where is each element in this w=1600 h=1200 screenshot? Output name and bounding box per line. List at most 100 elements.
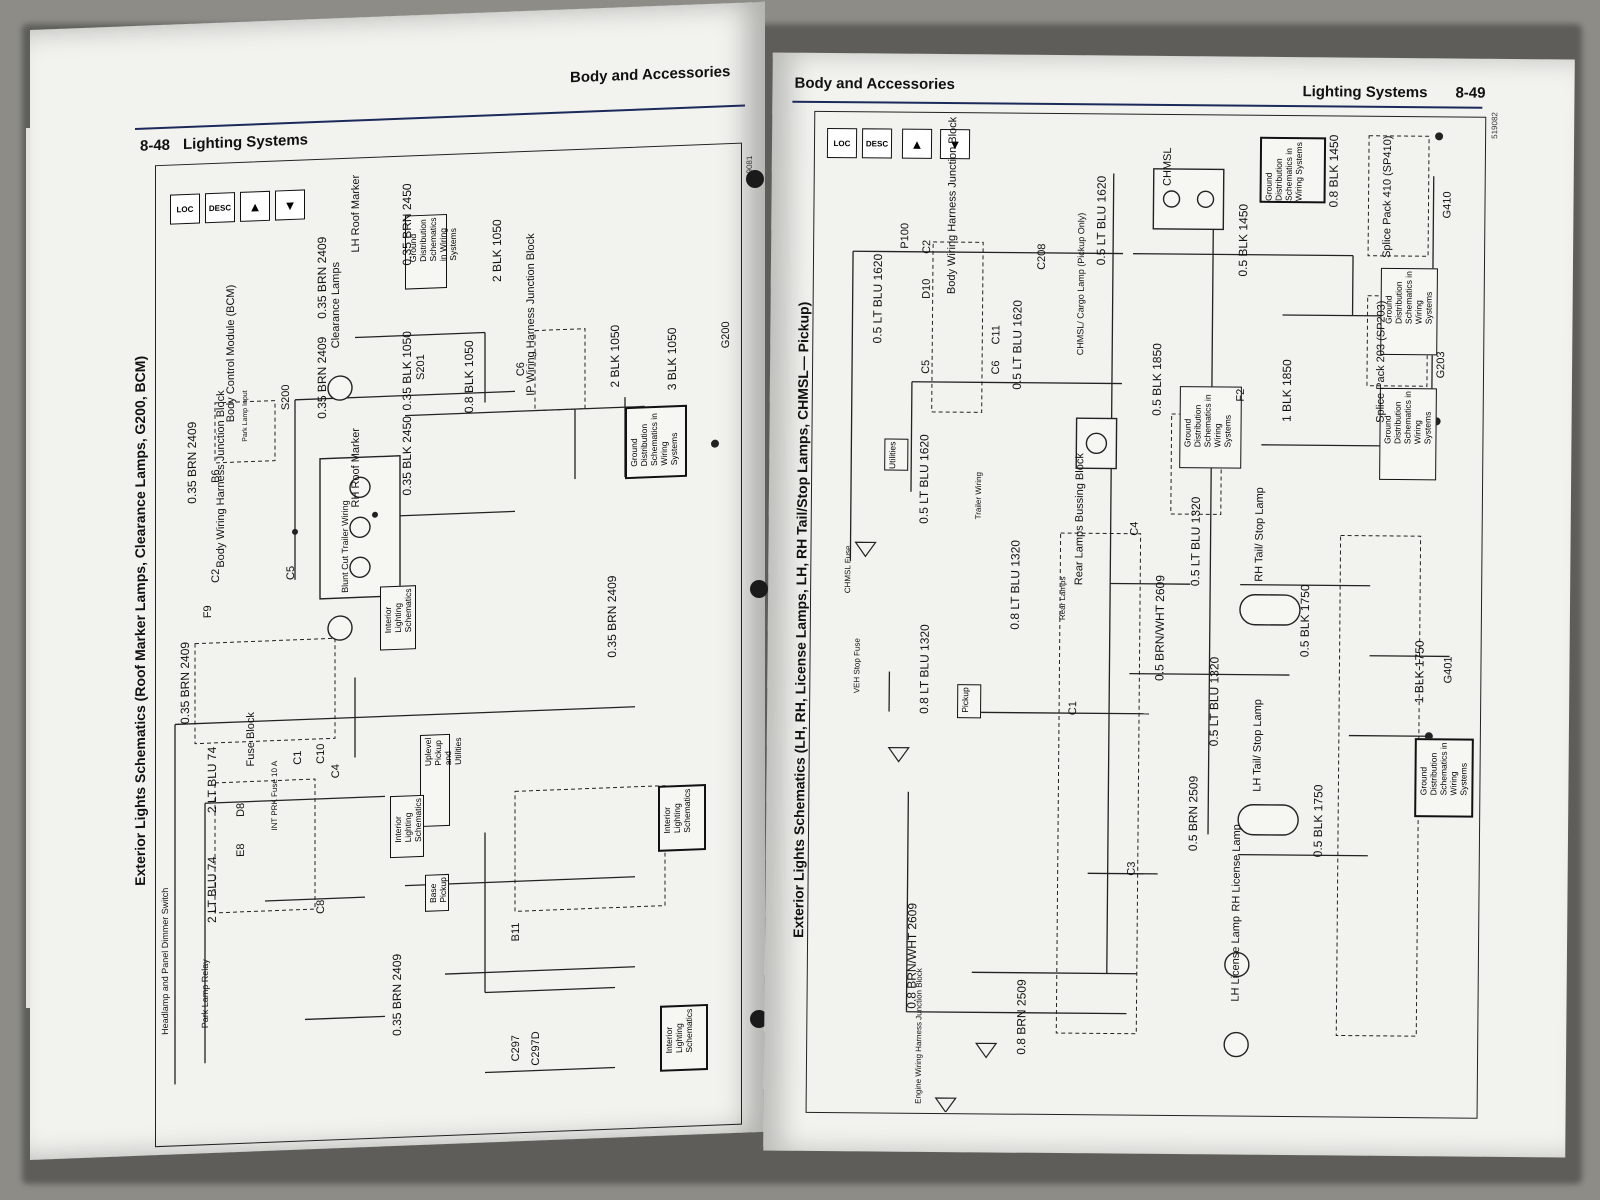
rh-license-lamp: [1224, 951, 1250, 978]
ground-distribution-ref-1[interactable]: Ground Distribution Schematics in Wiring…: [625, 404, 687, 480]
rear-lamps-bussing-block-label: Rear Lamps Bussing Block: [1073, 453, 1087, 586]
splice-pack-203-label: Splice Pack 203 (SP203): [1374, 300, 1388, 423]
wire-label: 0.35 BRN 2409: [185, 421, 199, 505]
bcm-outline: [214, 400, 276, 464]
lh-tail-stop-lamp-label: LH Tail/ Stop Lamp: [1251, 698, 1265, 792]
wire-label: 0.5 LT BLU 1320: [1206, 656, 1222, 747]
wire-label: 0.5 BLK 1750: [1297, 584, 1313, 658]
wire-label: 1 BLK 1750: [1412, 640, 1427, 704]
connector-label: C2: [921, 239, 934, 254]
connector-label: D8: [235, 802, 247, 818]
engine-junction-block-label: Engine Wiring Harness Junction Block: [913, 968, 924, 1104]
ground-distribution-ref-1[interactable]: Ground Distribution Schematics in Wiring…: [1259, 136, 1327, 204]
g200-label: G200: [720, 321, 732, 349]
ip-block-outline-2: [534, 328, 586, 412]
wire-label: 0.8 LT BLU 1320: [1007, 539, 1023, 630]
wire-label: 2 LT BLU 74: [205, 856, 219, 924]
right-header-rule: [792, 100, 1483, 109]
splice-pack-410-label: Splice Pack 410 (SP410): [1381, 135, 1395, 258]
binder-hole-top: [746, 170, 764, 188]
wire-label: 2 LT BLU 74: [205, 746, 219, 814]
connector-label: C2: [210, 568, 222, 584]
binder-hole-middle: [750, 580, 768, 598]
connector-label: C297D: [530, 1031, 542, 1066]
chmsl-label: CHMSL: [1161, 147, 1174, 187]
connector-label: E8: [235, 843, 247, 858]
ground-distribution-ref-4[interactable]: Ground Distribution Schematics in Wiring…: [1379, 387, 1437, 481]
right-page-number: 8-49: [1455, 84, 1486, 102]
right-figure-number: 519082: [1490, 112, 1500, 139]
wire-label: 0.5 BRN/WHT 2609: [1152, 575, 1168, 681]
clearance-lamps-label: Clearance Lamps: [330, 261, 342, 349]
int-prk-fuse-label: INT PRK Fuse 10 A: [270, 760, 279, 831]
utilities-box: Utilities: [884, 438, 909, 471]
park-lamp-input-label: Park Lamp Input: [242, 390, 249, 442]
wire-label: 0.35 BLK 1050: [400, 330, 414, 411]
chmsl-lamp-box: [1152, 168, 1225, 231]
interior-lighting-ref-2[interactable]: Interior Lighting Schematics: [658, 784, 706, 852]
connector-label: C11: [990, 325, 1003, 345]
interior-lighting-ref-3[interactable]: Interior Lighting Schematics: [380, 585, 416, 651]
wire-label: 0.35 BRN 2409: [605, 575, 619, 658]
interior-lighting-ref-4[interactable]: Interior Lighting Schematics: [390, 794, 424, 859]
connector-label: C5: [285, 565, 297, 581]
fuse-block-label: Fuse Block: [245, 711, 257, 767]
connector-label: C1: [1067, 701, 1080, 716]
connector-label: B6: [210, 469, 222, 484]
wire-label: 0.8 BLK 1450: [1326, 134, 1342, 208]
uplevel-pickup-box: Uplevel Pickup and Utilities: [420, 733, 463, 828]
splice-pack-410-outline: [1367, 135, 1430, 257]
wire-label: 0.5 BLK 1750: [1310, 784, 1326, 858]
s201-label: S201: [415, 354, 427, 381]
rh-tail-stop-lamp-label: RH Tail/ Stop Lamp: [1253, 487, 1267, 582]
connector-label: C5: [920, 359, 933, 374]
wire-label: 1 BLK 1850: [1279, 359, 1295, 423]
p100-label: P100: [899, 222, 912, 249]
g200-ground: [711, 439, 719, 448]
rh-roof-marker-label: RH Roof Marker: [350, 427, 362, 508]
wire-label: 0.35 BRN 2409: [315, 336, 329, 420]
rh-tail-stop-lamp: [1239, 594, 1301, 626]
ground-distribution-ref-2[interactable]: Ground Distribution Schematics in Wiring…: [1380, 267, 1438, 356]
left-page-section: Lighting Systems: [183, 131, 309, 154]
left-schematic-diagram: [174, 328, 719, 1085]
pickup-box: Pickup: [957, 684, 982, 719]
left-header-rule: [135, 104, 745, 130]
ground-distribution-ref-3[interactable]: Ground Distribution Schematics in Wiring…: [1179, 386, 1242, 469]
wire-label: 0.5 BRN 2509: [1185, 775, 1201, 852]
wire-label: 0.5 LT BLU 1620: [916, 434, 932, 524]
connector-label: C8: [315, 899, 327, 915]
wire-label: 0.8 BLK 1050: [462, 340, 476, 414]
left-page: 8-48 Lighting Systems Body and Accessori…: [30, 1, 765, 1160]
ground-distribution-ref-5[interactable]: Ground Distribution Schematics in Wiring…: [1414, 738, 1474, 818]
g203-label: G203: [1434, 351, 1448, 379]
wire-label: 0.5 BLK 1450: [1235, 203, 1251, 277]
lh-license-lamp-label: LH License Lamp: [1229, 915, 1243, 1002]
chmsl-fuse-label: CHMSL Fuse: [843, 545, 853, 594]
right-page: Body and Accessories Lighting Systems 8-…: [763, 52, 1575, 1158]
right-schematic-diagram: [849, 132, 1450, 1114]
lh-tail-stop-lamp: [1237, 804, 1299, 836]
g410-ground: [1435, 132, 1444, 141]
connector-label: B11: [510, 922, 522, 942]
g410-label: G410: [1441, 191, 1454, 219]
wire-label: 0.5 BLK 1850: [1149, 343, 1165, 416]
lh-license-lamp: [1223, 1031, 1249, 1058]
connector-label: C6: [990, 360, 1003, 375]
park-lamp-relay-label: Park Lamp Relay: [200, 959, 210, 1029]
wire-label: 0.35 BRN 2450: [400, 183, 414, 266]
connector-label: C4: [1128, 521, 1141, 536]
base-pickup-box: Base Pickup: [425, 873, 449, 912]
ip-junction-block-outline: [514, 785, 666, 912]
wire-label: 0.8 LT BLU 1320: [917, 624, 932, 714]
connector-label: C6: [515, 361, 527, 377]
connector-label: C10: [315, 743, 327, 765]
rear-lamps-label: Rear Lamps: [1057, 576, 1068, 621]
trailer-wiring-label: Trailer Wiring: [973, 472, 984, 520]
bcm-label: Body Control Module (BCM): [225, 284, 237, 423]
left-page-chapter: Body and Accessories: [570, 63, 731, 87]
wire-label: 0.5 LT BLU 1320: [1188, 496, 1203, 587]
interior-lighting-ref-1[interactable]: Interior Lighting Schematics: [660, 1003, 708, 1072]
s200-label: S200: [280, 384, 292, 411]
connector-label: D10: [920, 278, 933, 299]
